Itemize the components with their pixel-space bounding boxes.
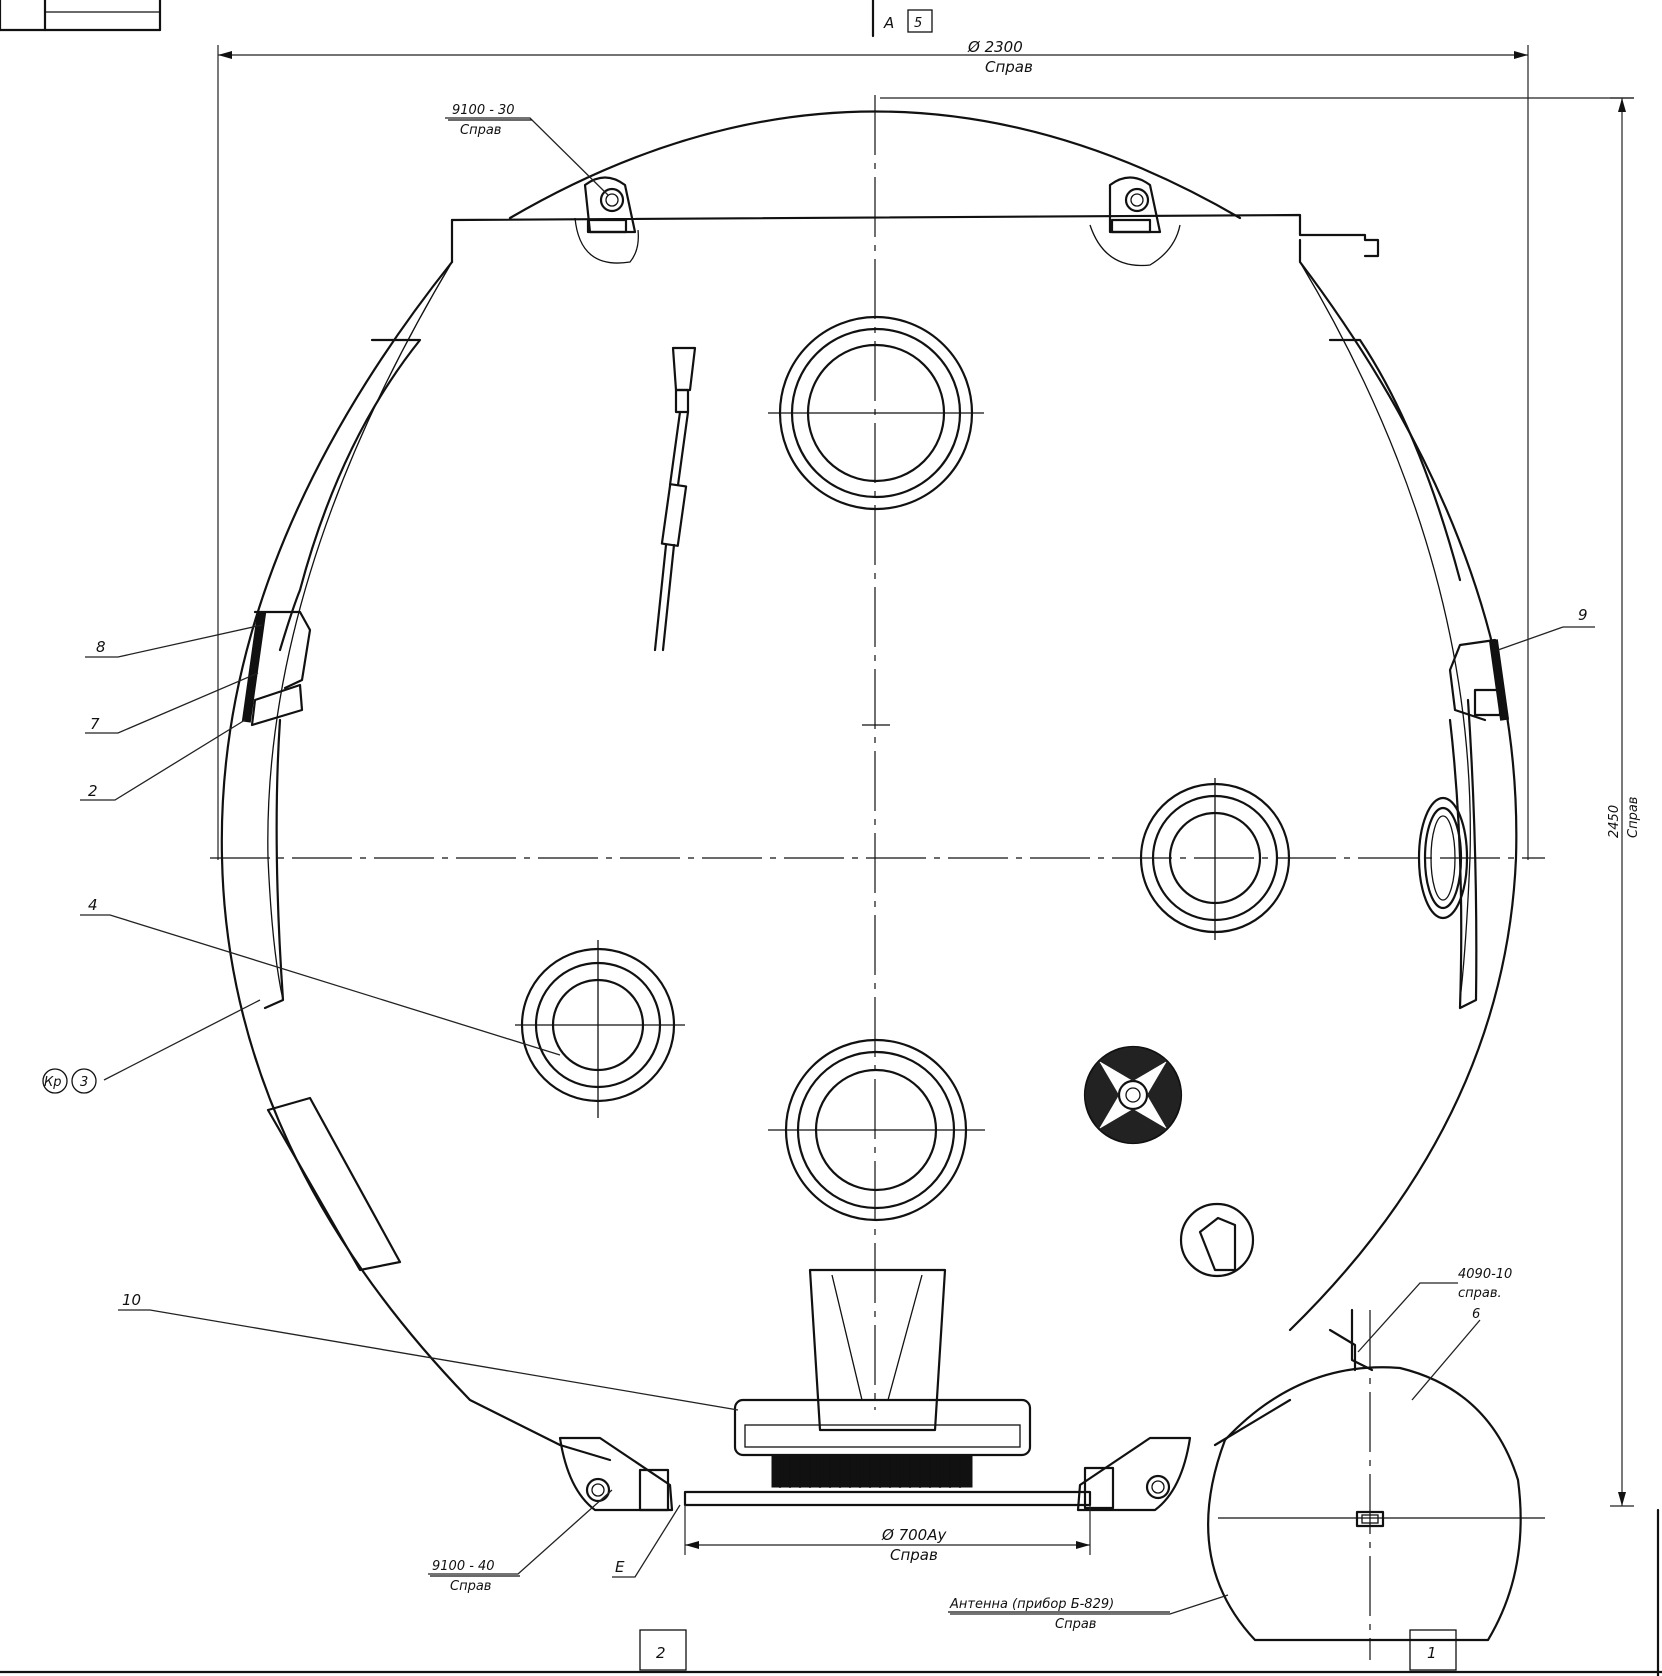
diameter-dimension: Ø 2300 Справ (217, 38, 1529, 860)
porthole-lower (768, 1038, 985, 1222)
svg-text:3: 3 (80, 1075, 88, 1090)
round-fitting (1179, 1202, 1255, 1278)
bottom-bracket-code: 9100 - 40 (432, 1559, 495, 1574)
side-lens (1417, 796, 1469, 920)
height-note: Справ (1626, 797, 1641, 838)
top-bracket-note: Справ (460, 123, 501, 138)
zone-1: 1 (1427, 1644, 1437, 1662)
diameter-value: Ø 2300 (967, 38, 1023, 56)
right-latch (1448, 638, 1510, 722)
bottom-bracket-right (1076, 1436, 1192, 1512)
right-part-code: 4090-10 (1458, 1267, 1512, 1282)
item-2: 2 (88, 782, 98, 800)
zone-2: 2 (656, 1644, 666, 1662)
hatch-fins (771, 1454, 973, 1488)
section-marker: А 5 (871, 0, 933, 38)
side-ribs (263, 338, 1478, 1272)
item-10: 10 (122, 1291, 141, 1309)
centerlines (210, 95, 1545, 1410)
top-bracket-code: 9100 - 30 (452, 103, 515, 118)
bottom-bracket-note: Справ (450, 1579, 491, 1594)
hatch-diameter-note: Справ (890, 1546, 938, 1564)
cross-valve (1083, 1045, 1183, 1145)
antenna-note: Справ (1055, 1617, 1096, 1632)
leader-lines (80, 117, 1595, 1615)
antenna-label: Антенна (прибор Б-829) (949, 1597, 1114, 1612)
item-9: 9 (1578, 606, 1588, 624)
zone-markers: 2 1 (639, 1629, 1457, 1671)
hatch-diameter-value: Ø 700Ау (881, 1526, 947, 1544)
title-block-fragment (0, 0, 162, 32)
item-8: 8 (96, 638, 106, 656)
diameter-note: Справ (985, 58, 1033, 76)
porthole-left (515, 940, 685, 1118)
porthole-upper (768, 315, 984, 511)
bottom-bracket-left (558, 1436, 674, 1512)
bottom-hatch (683, 1268, 1092, 1507)
hatch-dimension: Ø 700Ау Справ (684, 1505, 1091, 1564)
height-value: 2450 (1607, 805, 1622, 838)
weld-mark: Кр 3 (42, 1068, 97, 1094)
callout-labels: 9100 - 30 Справ 8 7 2 4 10 9 Кр 3 9100 -… (42, 103, 1588, 1632)
porthole-right (1139, 778, 1291, 940)
right-part-note: справ. (1458, 1286, 1502, 1301)
top-bracket-left (574, 176, 639, 264)
detail-e-label: Е (615, 1558, 625, 1576)
svg-text:Кр: Кр (44, 1075, 61, 1090)
top-bracket-right (1089, 176, 1181, 267)
right-part-pos: 6 (1472, 1307, 1480, 1322)
sphere-body (220, 110, 1518, 1462)
section-letter: А (883, 14, 894, 32)
sheet-ref: 5 (914, 16, 922, 31)
support-rod (653, 346, 697, 652)
left-latch (241, 610, 312, 727)
antenna-unit (1207, 1308, 1545, 1660)
item-7: 7 (90, 715, 100, 733)
height-dimension: 2450 Справ (880, 97, 1641, 1507)
item-4: 4 (88, 896, 98, 914)
sheet-border (0, 1508, 1662, 1676)
